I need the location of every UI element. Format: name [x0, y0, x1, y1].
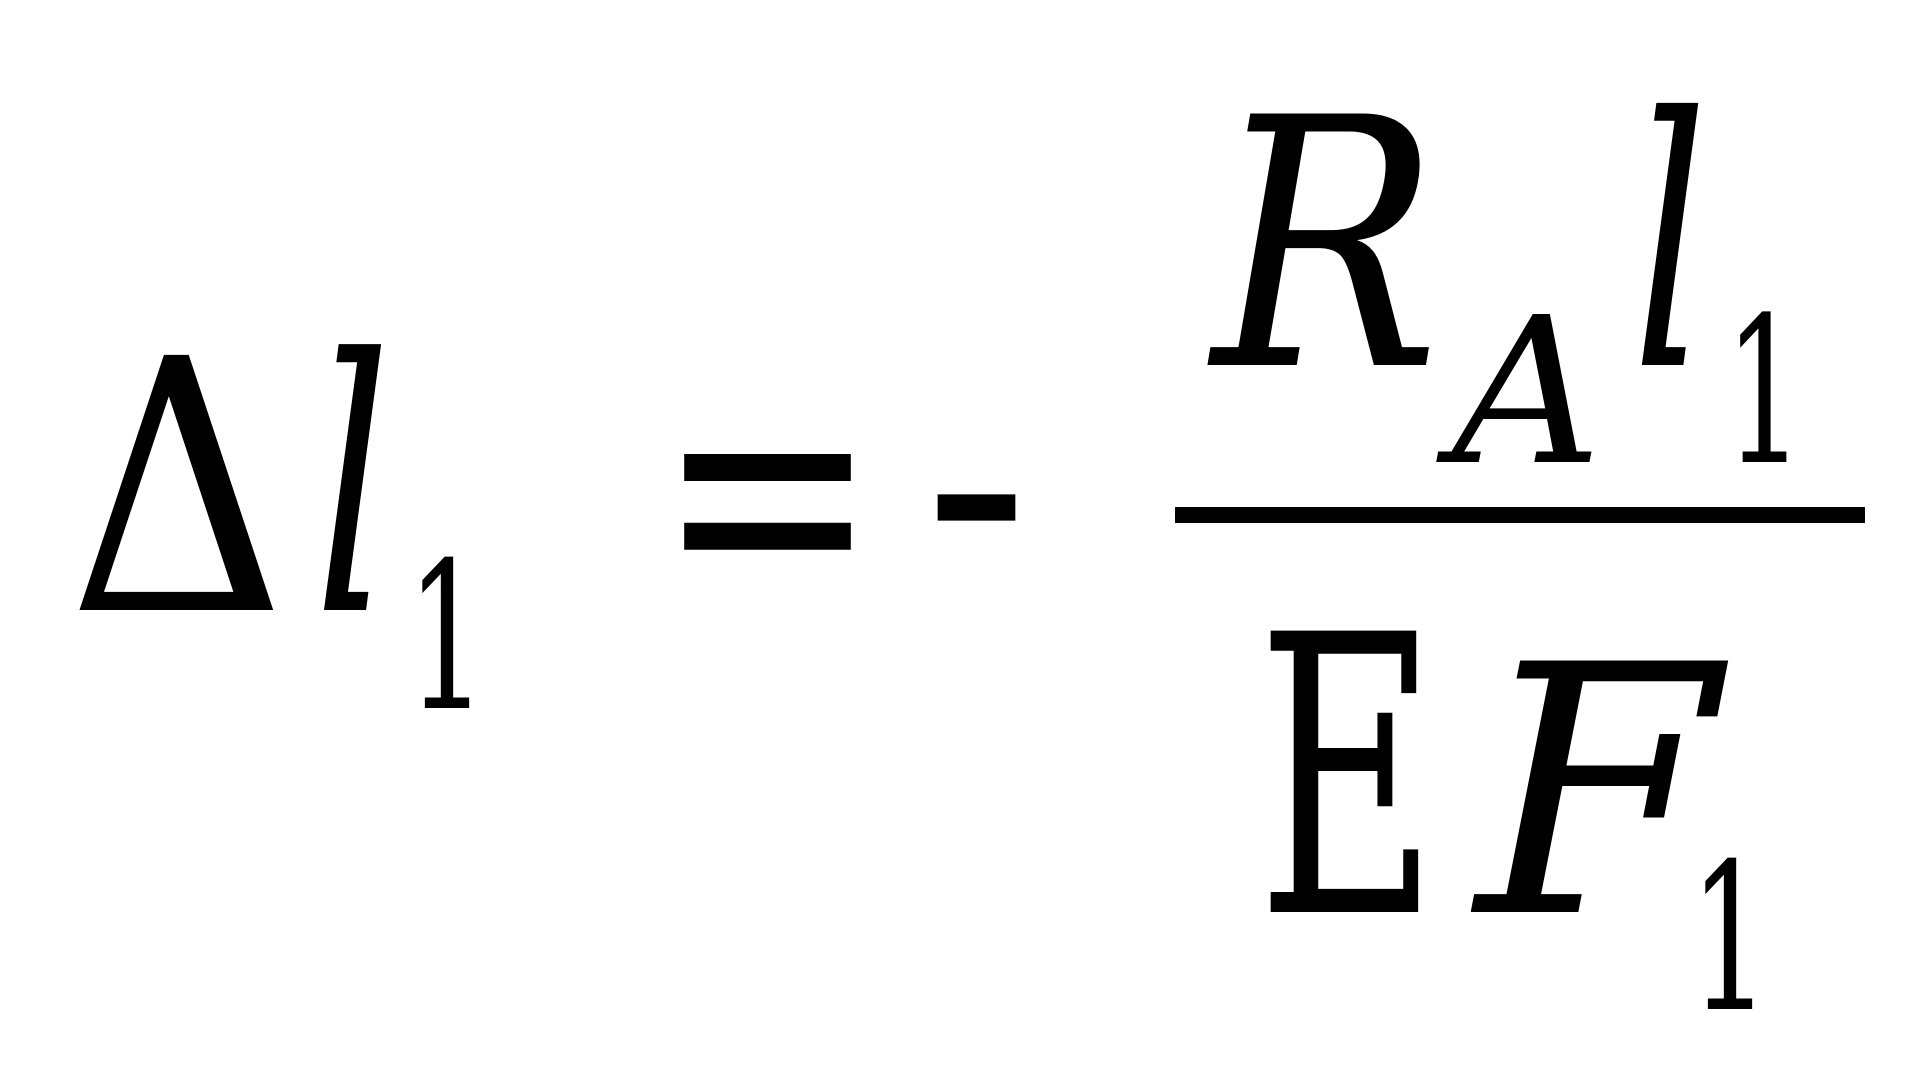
- numerator-l-subscript: 1: [1725, 274, 1804, 510]
- denominator-F: F: [1471, 593, 1733, 994]
- minus-sign: -: [924, 281, 1029, 682]
- numerator-R: R: [1207, 46, 1440, 447]
- denominator-F-subscript: 1: [1690, 821, 1770, 1058]
- equals-sign: =: [656, 291, 879, 692]
- numerator-l: l: [1632, 46, 1708, 447]
- denominator-E: E: [1257, 555, 1438, 1004]
- lhs-subscript: 1: [407, 520, 487, 757]
- fraction-bar: [1175, 507, 1865, 523]
- lhs-variable-l: l: [314, 285, 391, 693]
- delta-symbol: Δ: [68, 285, 286, 693]
- numerator-R-subscript: A: [1436, 274, 1602, 510]
